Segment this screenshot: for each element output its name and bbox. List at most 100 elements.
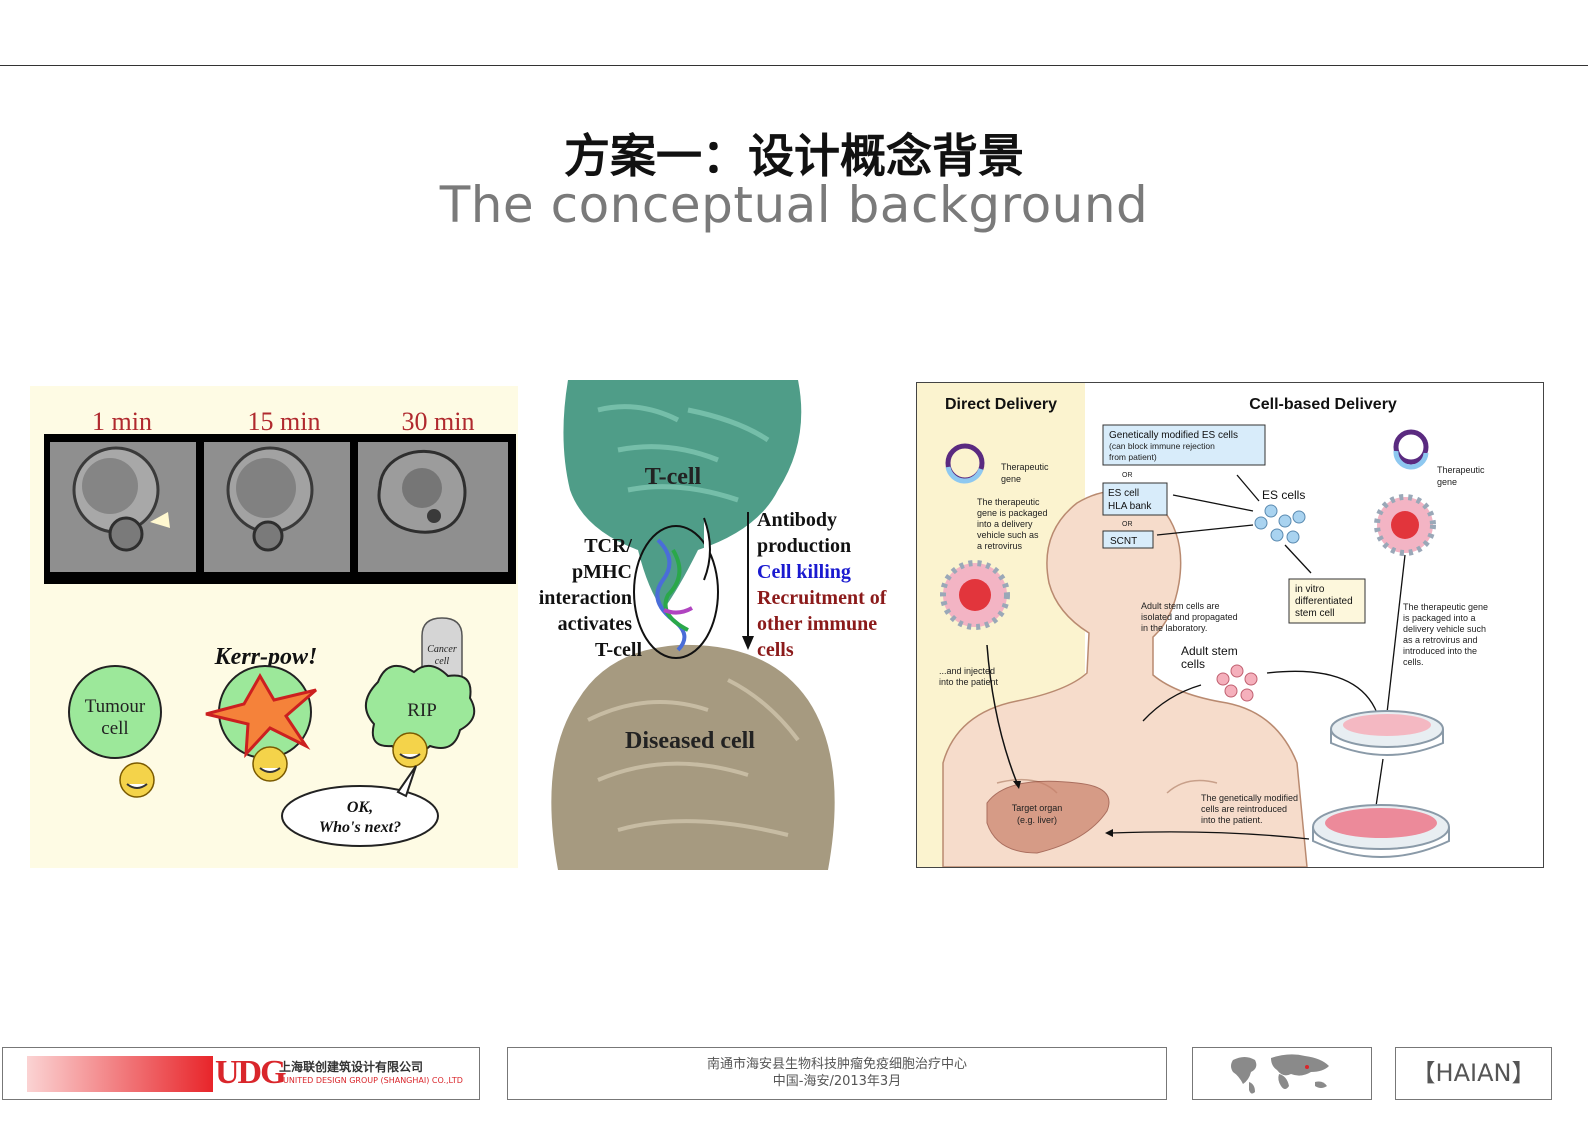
virus-icon-left — [940, 560, 1010, 630]
es-cells-box: Genetically modified ES cells (can block… — [1102, 424, 1266, 466]
direct-delivery-title: Direct Delivery — [945, 396, 1057, 413]
haian-tag: 【HAIAN】 — [1395, 1047, 1552, 1100]
petri-dish-bottom — [1312, 804, 1450, 858]
svg-text:ES cell: ES cell — [1108, 488, 1139, 499]
speech-bubble: OK, Who's next? — [281, 765, 439, 847]
es-cells-cluster — [1254, 504, 1306, 544]
svg-text:Who's next?: Who's next? — [319, 819, 401, 836]
tumour-cell-icon: Tumour cell — [68, 665, 162, 798]
svg-text:differentiated: differentiated — [1295, 596, 1353, 607]
packaged-right-1: The therapeutic gene — [1403, 602, 1488, 612]
packaged-right-3: delivery vehicle such — [1403, 624, 1486, 634]
location-date: 中国-海安/2013年3月 — [772, 1074, 902, 1089]
plasmid-icon-right — [1393, 429, 1429, 470]
packaged-text-5: a retrovirus — [977, 541, 1023, 551]
world-map-icon — [1231, 1054, 1329, 1094]
petri-dish-top — [1330, 710, 1444, 756]
exploding-cell-icon — [205, 665, 317, 782]
diseased-cell-shape — [551, 644, 835, 870]
svg-text:(e.g. liver): (e.g. liver) — [1017, 815, 1057, 825]
time-label-3: 30 min — [402, 407, 475, 436]
response-line-1: Antibody — [757, 509, 837, 531]
logo-gradient-bar — [27, 1056, 213, 1092]
therapeutic-gene-label-left-2: gene — [1001, 474, 1021, 484]
company-name-cn: 上海联创建筑设计有限公司 — [279, 1060, 424, 1074]
svg-text:from patient): from patient) — [1109, 452, 1157, 462]
mechanism-line-1: TCR/ — [584, 535, 632, 557]
company-logo-box: UDG 上海联创建筑设计有限公司 UNITED DESIGN GROUP (SH… — [2, 1047, 480, 1100]
or-label-2: OR — [1122, 521, 1133, 528]
therapeutic-gene-label-right-2: gene — [1437, 477, 1457, 487]
virus-icon-right — [1374, 494, 1436, 556]
udg-logo: UDG — [215, 1054, 287, 1091]
svg-text:HLA bank: HLA bank — [1108, 501, 1152, 512]
scnt-box: SCNT — [1102, 530, 1154, 549]
svg-text:Tumour: Tumour — [85, 696, 146, 717]
packaged-text-4: vehicle such as — [977, 530, 1039, 540]
reintroduced-3: into the patient. — [1201, 815, 1263, 825]
svg-text:Cancer: Cancer — [427, 644, 457, 655]
svg-text:Target organ: Target organ — [1012, 803, 1063, 813]
time-label-1: 1 min — [92, 407, 152, 436]
or-label-1: OR — [1122, 472, 1133, 479]
company-name-en: UNITED DESIGN GROUP (SHANGHAI) CO.,LTD — [283, 1076, 463, 1085]
project-name: 南通市海安县生物科技肿瘤免疫细胞治疗中心 — [706, 1057, 967, 1072]
gene-delivery-panel: Direct Delivery Cell-based Delivery Targ… — [916, 382, 1544, 868]
response-line-6: cells — [757, 639, 794, 661]
packaged-right-5: introduced into the — [1403, 646, 1477, 656]
tcell-label: T-cell — [645, 464, 702, 490]
response-line-2: production — [757, 535, 851, 557]
packaged-right-6: cells. — [1403, 657, 1424, 667]
page-subtitle: The conceptual background — [439, 176, 1149, 234]
hla-bank-box: ES cell HLA bank — [1102, 482, 1168, 516]
tcell-interaction-panel: T-cell Diseased cell TCR/ pMHC interacti… — [528, 380, 908, 870]
project-info-box: 南通市海安县生物科技肿瘤免疫细胞治疗中心 中国-海安/2013年3月 — [507, 1047, 1167, 1100]
tumour-killing-panel: 1 min 15 min 30 min Kerr-pow! Tumour c — [30, 386, 518, 868]
response-line-3: Cell killing — [757, 561, 851, 583]
mechanism-line-2: pMHC — [572, 561, 632, 583]
injected-text-1: ...and injected — [939, 666, 995, 676]
page-title: 方案一：设计概念背景 — [564, 129, 1024, 183]
mechanism-line-3: interaction — [539, 587, 632, 609]
world-map-box — [1192, 1047, 1372, 1100]
diseased-cell-label: Diseased cell — [625, 728, 755, 754]
reintroduced-2: cells are reintroduced — [1201, 804, 1287, 814]
response-line-4: Recruitment of — [757, 587, 887, 609]
receptor-complex-icon — [655, 517, 711, 652]
svg-text:Genetically modified ES cells: Genetically modified ES cells — [1109, 430, 1238, 441]
svg-text:SCNT: SCNT — [1110, 536, 1137, 547]
mechanism-line-4: activates — [558, 613, 633, 635]
plasmid-icon-left — [945, 443, 985, 484]
svg-text:cell: cell — [435, 656, 450, 667]
svg-text:(can block immune rejection: (can block immune rejection — [1109, 441, 1215, 451]
mechanism-line-5: T-cell — [595, 639, 642, 661]
adult-isolated-2: isolated and propagated — [1141, 612, 1238, 622]
reintroduced-1: The genetically modified — [1201, 793, 1298, 803]
response-line-5: other immune — [757, 613, 877, 635]
packaged-right-4: as a retrovirus and — [1403, 635, 1478, 645]
adult-isolated-1: Adult stem cells are — [1141, 601, 1220, 611]
es-cells-label: ES cells — [1262, 488, 1305, 502]
packaged-text-2: gene is packaged — [977, 508, 1048, 518]
injected-text-2: into the patient — [939, 677, 999, 687]
packaged-text-1: The therapeutic — [977, 497, 1040, 507]
adult-stem-label-2: cells — [1181, 657, 1205, 671]
svg-text:in vitro: in vitro — [1295, 584, 1325, 595]
svg-text:cell: cell — [101, 718, 128, 739]
therapeutic-gene-label-left: Therapeutic — [1001, 462, 1049, 472]
dead-cell-icon: RIP — [365, 664, 476, 768]
liver-icon: Target organ (e.g. liver) — [986, 780, 1110, 854]
packaged-right-2: is packaged into a — [1403, 613, 1476, 623]
micrograph-2 — [204, 442, 350, 572]
therapeutic-gene-label-right: Therapeutic — [1437, 465, 1485, 475]
adult-isolated-3: in the laboratory. — [1141, 623, 1207, 633]
tcell-shape — [563, 380, 802, 610]
micrograph-1 — [50, 442, 196, 572]
cell-delivery-title: Cell-based Delivery — [1249, 396, 1397, 413]
time-label-2: 15 min — [248, 407, 321, 436]
adult-stem-label-1: Adult stem — [1181, 644, 1238, 658]
packaged-text-3: into a delivery — [977, 519, 1033, 529]
svg-text:RIP: RIP — [407, 700, 437, 721]
micrograph-3 — [358, 442, 508, 572]
svg-text:stem cell: stem cell — [1295, 608, 1334, 619]
